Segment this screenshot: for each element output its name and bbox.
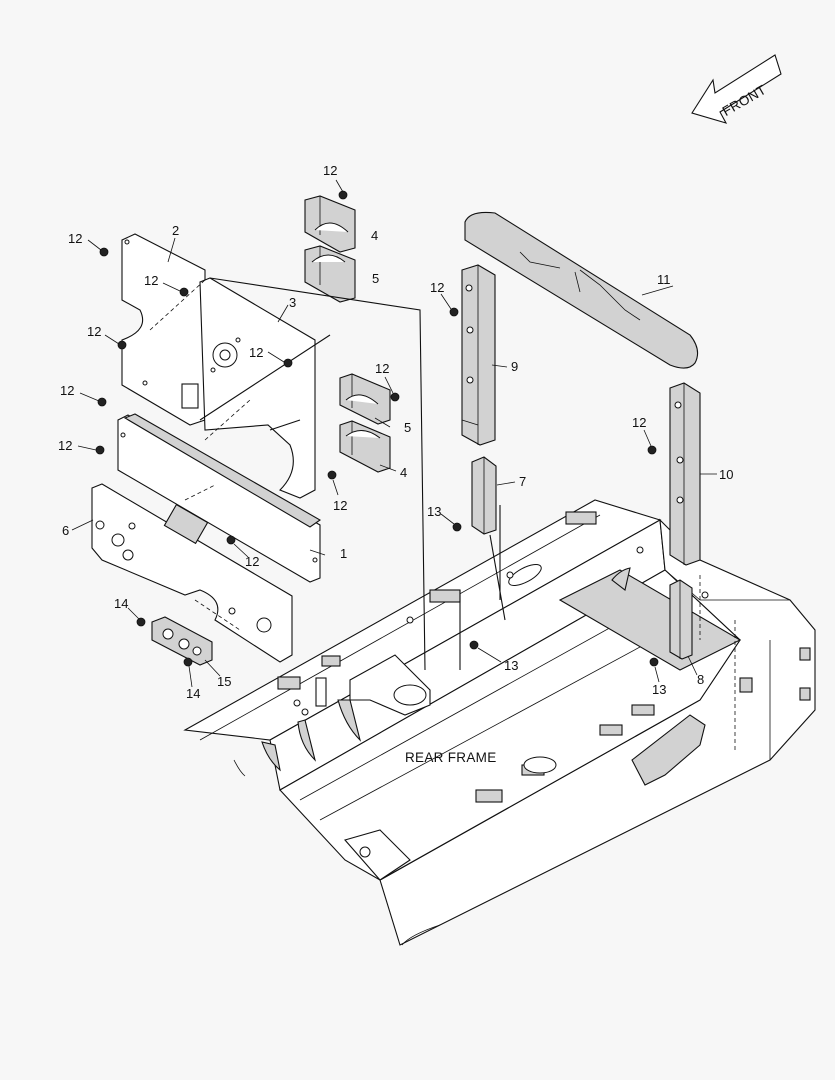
callout-4: 4 bbox=[371, 228, 378, 243]
rear-frame-caption: REAR FRAME bbox=[405, 750, 497, 765]
part-8-block bbox=[669, 579, 693, 660]
callout-13: 13 bbox=[652, 682, 666, 697]
callout-4: 4 bbox=[400, 465, 407, 480]
leader-lines bbox=[71, 179, 717, 688]
callout-12: 12 bbox=[144, 273, 158, 288]
lower-clamp-parts bbox=[339, 373, 391, 473]
callout-12: 12 bbox=[245, 554, 259, 569]
front-direction-arrow: FRONT bbox=[691, 54, 782, 124]
callout-12: 12 bbox=[58, 438, 72, 453]
callout-12: 12 bbox=[632, 415, 646, 430]
callout-14: 14 bbox=[186, 686, 200, 701]
callout-11: 11 bbox=[657, 272, 671, 287]
part-15-block bbox=[151, 616, 213, 666]
callout-5: 5 bbox=[372, 271, 379, 286]
callout-1: 1 bbox=[340, 546, 347, 561]
callout-12: 12 bbox=[333, 498, 347, 513]
callout-12: 12 bbox=[375, 361, 389, 376]
callout-6: 6 bbox=[62, 523, 69, 538]
callout-8: 8 bbox=[697, 672, 704, 687]
callout-14: 14 bbox=[114, 596, 128, 611]
part-10-vertical-block bbox=[669, 382, 701, 566]
part-6-lower-plate bbox=[91, 483, 293, 663]
callout-labels: 12 4 5 2 12 12 3 12 12 12 12 12 5 4 12 1… bbox=[58, 163, 733, 701]
bolts bbox=[95, 190, 659, 667]
callout-3: 3 bbox=[289, 295, 296, 310]
callout-12: 12 bbox=[323, 163, 337, 178]
callout-13: 13 bbox=[427, 504, 441, 519]
assembly-guide-lines bbox=[149, 277, 736, 750]
part-7-block bbox=[471, 456, 497, 535]
part-9-vertical-block bbox=[461, 264, 496, 446]
callout-5: 5 bbox=[404, 420, 411, 435]
callout-12: 12 bbox=[68, 231, 82, 246]
callout-12: 12 bbox=[430, 280, 444, 295]
callout-15: 15 bbox=[217, 674, 231, 689]
callout-13: 13 bbox=[504, 658, 518, 673]
callout-12: 12 bbox=[60, 383, 74, 398]
upper-clamp-parts bbox=[304, 195, 356, 303]
part-3-panel bbox=[199, 277, 316, 499]
callout-12: 12 bbox=[249, 345, 263, 360]
callout-12: 12 bbox=[87, 324, 101, 339]
callout-10: 10 bbox=[719, 467, 733, 482]
callout-7: 7 bbox=[519, 474, 526, 489]
part-11-upper-plate bbox=[464, 211, 699, 369]
part-1-long-bar bbox=[117, 413, 322, 583]
part-2-panel bbox=[121, 233, 206, 426]
rear-frame bbox=[183, 499, 816, 946]
callout-9: 9 bbox=[511, 359, 518, 374]
callout-2: 2 bbox=[172, 223, 179, 238]
